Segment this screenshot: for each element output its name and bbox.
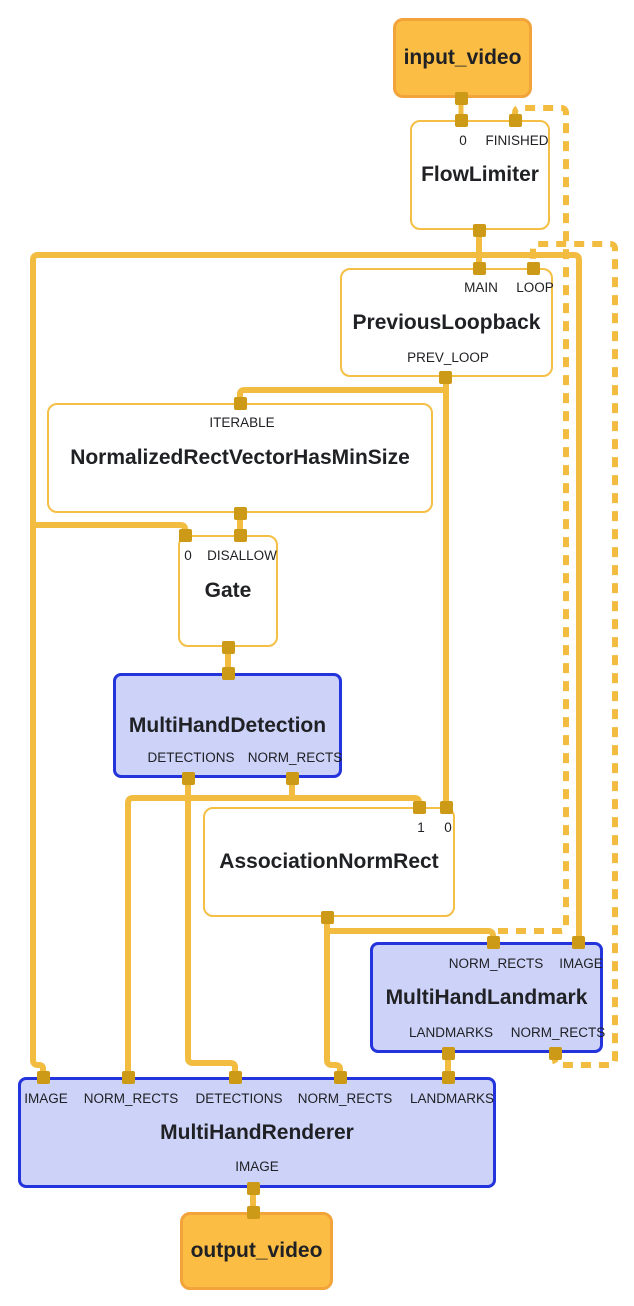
node-title: MultiHandLandmark: [385, 985, 588, 1009]
node-title: Gate: [204, 579, 252, 602]
back-edge-handrects-to-flowlimiter-finished: [498, 105, 569, 934]
port-label-loop: LOOP: [516, 280, 554, 295]
port-label-main: MAIN: [464, 280, 498, 295]
node-title: NormalizedRectVectorHasMinSize: [70, 446, 410, 469]
port-label-norm-rects: NORM_RECTS: [247, 750, 343, 765]
node-title: AssociationNormRect: [219, 850, 439, 873]
port-label-prev-loop: PREV_LOOP: [407, 350, 489, 365]
port-label-disallow: DISALLOW: [207, 548, 277, 563]
node-flow-limiter[interactable]: 0 FINISHED FlowLimiter: [410, 120, 550, 230]
node-previous-loopback[interactable]: MAIN LOOP PreviousLoopback PREV_LOOP: [340, 268, 554, 377]
port-label-iterable: ITERABLE: [209, 415, 275, 430]
port-label-norm-rects: NORM_RECTS: [83, 1091, 179, 1106]
port-label-landmarks: LANDMARKS: [409, 1091, 495, 1106]
node-gate[interactable]: 0 DISALLOW Gate: [178, 535, 278, 647]
edge-association-to-renderer-normrects-2: [324, 917, 343, 1077]
node-multi-hand-renderer[interactable]: IMAGE NORM_RECTS DETECTIONS NORM_RECTS L…: [18, 1077, 496, 1188]
node-input-video[interactable]: input_video: [393, 18, 532, 98]
port-label-detections: DETECTIONS: [147, 750, 235, 765]
node-title: input_video: [403, 46, 522, 69]
port-label-1: 1: [417, 820, 425, 835]
port-label-norm-rects: NORM_RECTS: [448, 956, 544, 971]
node-title: MultiHandDetection: [128, 713, 327, 737]
port-label-0: 0: [184, 548, 192, 563]
port-label-finished: FINISHED: [485, 133, 549, 148]
edge-flowlimiter-to-gate-0: [33, 522, 188, 535]
node-normalized-rect-vector-has-min-size[interactable]: ITERABLE NormalizedRectVectorHasMinSize: [47, 403, 433, 513]
port-label-0: 0: [459, 133, 467, 148]
edge-association-to-landmark-normrects: [327, 928, 496, 942]
port-label-landmarks: LANDMARKS: [408, 1025, 494, 1040]
port-label-detections: DETECTIONS: [195, 1091, 283, 1106]
node-multi-hand-detection[interactable]: MultiHandDetection DETECTIONS NORM_RECTS: [113, 673, 342, 778]
port-label-norm-rects-out: NORM_RECTS: [510, 1025, 606, 1040]
port-label-norm-rects-2: NORM_RECTS: [297, 1091, 393, 1106]
edge-prevloop-to-minsize-iterable: [237, 387, 446, 403]
node-title: FlowLimiter: [421, 163, 539, 186]
node-title: MultiHandRenderer: [160, 1120, 354, 1144]
node-title: PreviousLoopback: [352, 310, 541, 334]
port-label-0: 0: [444, 820, 452, 835]
port-label-image: IMAGE: [559, 956, 603, 971]
node-output-video[interactable]: output_video: [180, 1212, 333, 1290]
node-title: output_video: [190, 1239, 323, 1262]
port-label-image: IMAGE: [24, 1091, 68, 1106]
port-label-image-out: IMAGE: [235, 1159, 279, 1174]
node-association-norm-rect[interactable]: 1 0 AssociationNormRect: [203, 807, 455, 917]
node-multi-hand-landmark[interactable]: NORM_RECTS IMAGE MultiHandLandmark LANDM…: [370, 942, 606, 1053]
